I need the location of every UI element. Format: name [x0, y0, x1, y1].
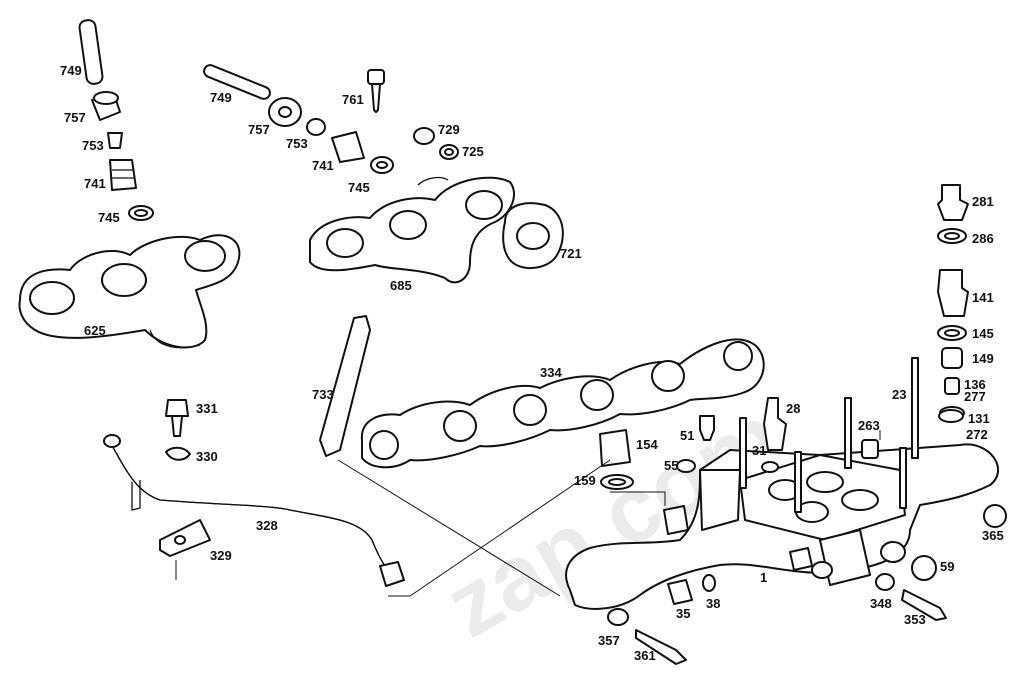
callout-label: 753	[286, 136, 308, 151]
callout-label: 741	[312, 158, 334, 173]
callout-label: 685	[390, 278, 412, 293]
callout-label: 749	[60, 63, 82, 78]
callout-label: 28	[786, 401, 800, 416]
callout-label: 35	[676, 606, 690, 621]
callout-label: 149	[972, 351, 994, 366]
callout-label: 145	[972, 326, 994, 341]
callout-label: 31	[752, 443, 766, 458]
callout-label: 328	[256, 518, 278, 533]
callout-label: 136	[964, 377, 986, 392]
callout-label: 51	[680, 428, 694, 443]
callout-label: 55	[664, 458, 678, 473]
leader-lines	[175, 430, 881, 597]
callout-label: 361	[634, 648, 656, 663]
callout-labels: 749 757 753 741 745 625 749 757 753 741 …	[60, 63, 1004, 663]
callout-label: 141	[972, 290, 994, 305]
pipe-assembly	[103, 399, 405, 587]
exhaust-manifold-left	[18, 19, 241, 349]
callout-label: 348	[870, 596, 892, 611]
manifold-gasket	[360, 338, 765, 469]
callout-label: 745	[98, 210, 120, 225]
exhaust-manifold-center	[203, 64, 564, 284]
callout-label: 741	[84, 176, 106, 191]
callout-label: 334	[540, 365, 562, 380]
callout-label: 263	[858, 418, 880, 433]
callout-label: 721	[560, 246, 582, 261]
callout-label: 330	[196, 449, 218, 464]
callout-label: 159	[574, 473, 596, 488]
intake-manifold	[565, 357, 1000, 610]
callout-label: 757	[64, 110, 86, 125]
callout-label: 23	[892, 387, 906, 402]
callout-label: 729	[438, 122, 460, 137]
callout-label: 761	[342, 92, 364, 107]
callout-label: 329	[210, 548, 232, 563]
callout-label: 59	[940, 559, 954, 574]
callout-label: 272	[966, 427, 988, 442]
callout-label: 281	[972, 194, 994, 209]
callout-label: 753	[82, 138, 104, 153]
callout-label: 277	[964, 389, 986, 404]
callout-label: 745	[348, 180, 370, 195]
callout-label: 131	[968, 411, 990, 426]
callout-label: 357	[598, 633, 620, 648]
fittings-intake	[599, 397, 1007, 665]
callout-label: 725	[462, 144, 484, 159]
callout-label: 1	[760, 570, 767, 585]
callout-label: 331	[196, 401, 218, 416]
callout-label: 733	[312, 387, 334, 402]
callout-label: 353	[904, 612, 926, 627]
callout-label: 749	[210, 90, 232, 105]
callout-label: 365	[982, 528, 1004, 543]
support-bracket	[319, 315, 371, 457]
callout-label: 286	[972, 231, 994, 246]
callout-label: 625	[84, 323, 106, 338]
callout-label: 757	[248, 122, 270, 137]
callout-label: 38	[706, 596, 720, 611]
callout-label: 154	[636, 437, 658, 452]
